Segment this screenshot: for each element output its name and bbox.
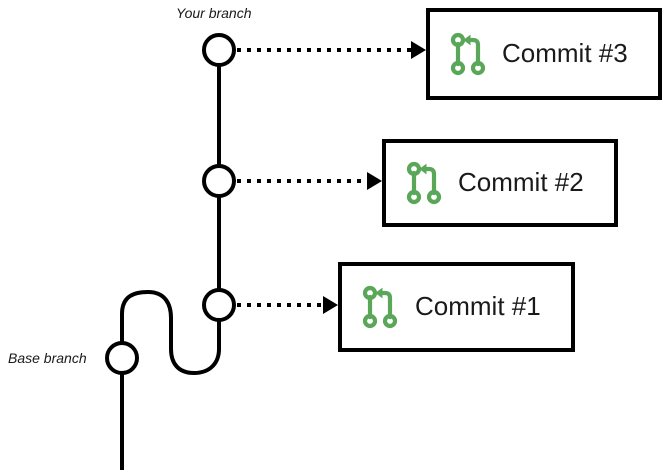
commit-box-3[interactable] <box>426 8 662 100</box>
connector-arrow-commit-3 <box>237 41 426 59</box>
commit-label-2: Commit #2 <box>458 167 584 197</box>
commit-node-2[interactable] <box>202 164 236 198</box>
connector-arrow-commit-1 <box>237 296 338 314</box>
commit-card-1[interactable]: Commit #1 <box>338 262 575 352</box>
commit-label-3: Commit #3 <box>502 38 628 68</box>
connector-arrowhead-2 <box>367 172 382 190</box>
connector-arrow-commit-2 <box>237 172 382 190</box>
commit-card-3[interactable]: Commit #3 <box>426 8 662 100</box>
commit-card-2[interactable]: Commit #2 <box>382 139 618 227</box>
base-branch-label: Base branch <box>8 350 87 366</box>
commit-box-1[interactable] <box>338 262 575 352</box>
commit-label-1: Commit #1 <box>415 291 541 321</box>
your-branch-label: Your branch <box>176 5 252 21</box>
connector-arrowhead-1 <box>323 296 338 314</box>
base-branch-node[interactable] <box>105 341 139 375</box>
branch-merge-curve <box>120 289 221 376</box>
base-branch-line-group <box>120 289 221 470</box>
commit-node-3[interactable] <box>202 33 236 67</box>
commit-node-1[interactable] <box>202 288 236 322</box>
connector-arrowhead-3 <box>411 41 426 59</box>
commit-box-2[interactable] <box>382 139 618 227</box>
